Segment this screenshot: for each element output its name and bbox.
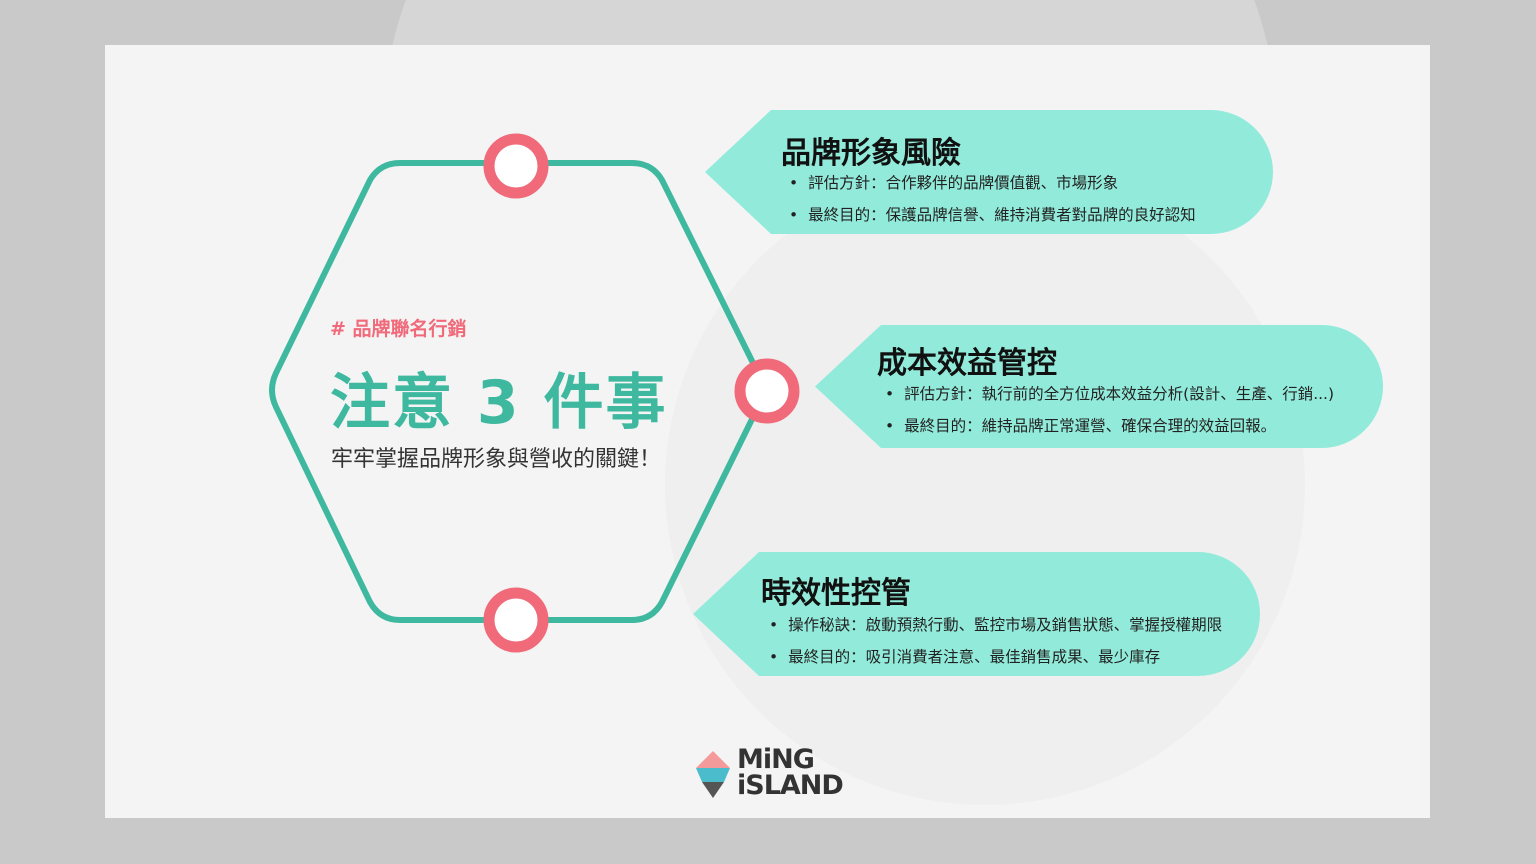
card-cost-benefit: 成本效益管控 評估方針：執行前的全方位成本效益分析(設計、生產、行銷...) 最…: [815, 325, 1383, 448]
card-heading: 成本效益管控: [877, 346, 1057, 381]
card-heading: 時效性控管: [761, 576, 911, 611]
bullet-item: 最終目的：吸引消費者注意、最佳銷售成果、最少庫存: [769, 641, 1222, 673]
card-brand-image-risk: 品牌形象風險 評估方針：合作夥伴的品牌價值觀、市場形象 最終目的：保護品牌信譽、…: [705, 110, 1273, 234]
card-bullets: 評估方針：合作夥伴的品牌價值觀、市場形象 最終目的：保護品牌信譽、維持消費者對品…: [789, 167, 1196, 231]
node-circle-right: [734, 358, 800, 424]
card-bullets: 操作秘訣：啟動預熱行動、監控市場及銷售狀態、掌握授權期限 最終目的：吸引消費者注…: [769, 609, 1222, 673]
bullet-item: 最終目的：保護品牌信譽、維持消費者對品牌的良好認知: [789, 199, 1196, 231]
subtitle: 牢牢掌握品牌形象與營收的關鍵！: [331, 447, 662, 472]
bullet-item: 評估方針：執行前的全方位成本效益分析(設計、生產、行銷...): [885, 378, 1334, 410]
main-title: 注意 3 件事: [330, 368, 668, 438]
bullet-item: 操作秘訣：啟動預熱行動、監控市場及銷售狀態、掌握授權期限: [769, 609, 1222, 641]
node-circle-bottom: [483, 587, 549, 653]
topic-tag: # 品牌聯名行銷: [330, 318, 467, 340]
logo-diamond-icon: [696, 751, 730, 798]
hexagon-outline: [269, 160, 766, 623]
bullet-item: 評估方針：合作夥伴的品牌價值觀、市場形象: [789, 167, 1196, 199]
node-circle-top: [483, 133, 549, 199]
logo-line2: iSLAND: [737, 770, 844, 801]
bullet-item: 最終目的：維持品牌正常運營、確保合理的效益回報。: [885, 410, 1334, 442]
logo-line1: MiNG: [737, 744, 815, 775]
card-heading: 品牌形象風險: [781, 136, 961, 171]
card-bullets: 評估方針：執行前的全方位成本效益分析(設計、生產、行銷...) 最終目的：維持品…: [885, 378, 1334, 442]
card-timeliness: 時效性控管 操作秘訣：啟動預熱行動、監控市場及銷售狀態、掌握授權期限 最終目的：…: [693, 552, 1260, 676]
background-glow: [665, 165, 1305, 805]
